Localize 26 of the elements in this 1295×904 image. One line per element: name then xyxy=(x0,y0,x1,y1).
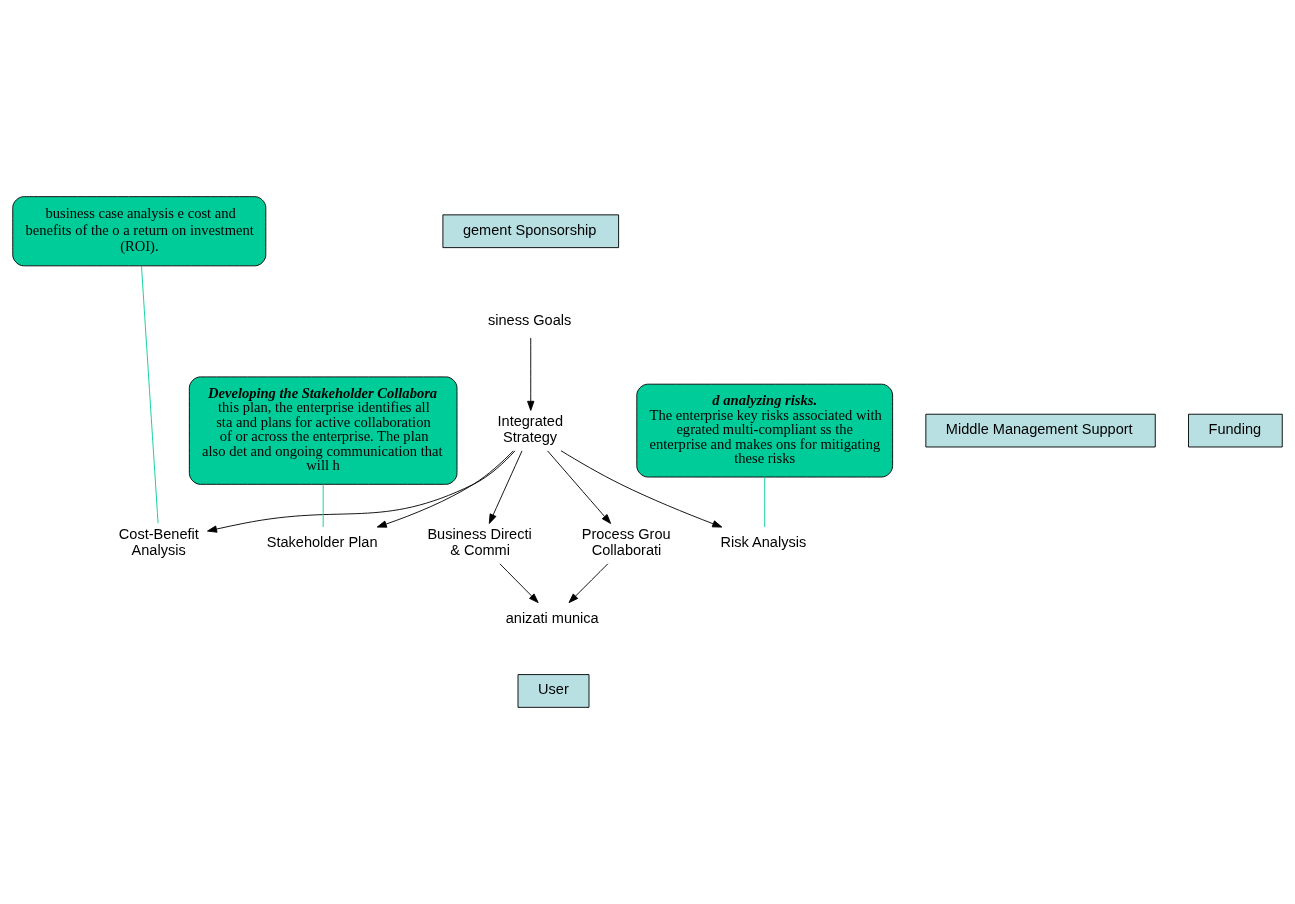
arrow xyxy=(527,337,535,411)
arrow xyxy=(547,450,612,524)
arrow xyxy=(568,563,609,604)
arrow xyxy=(488,450,523,524)
node-text: anizati munica xyxy=(505,609,599,626)
connector xyxy=(141,265,159,524)
connector xyxy=(764,476,766,528)
arrow xyxy=(376,450,514,528)
node-box: business case analysis e cost and benefits of the o a return on investment (ROI). xyxy=(12,196,267,267)
arrow xyxy=(560,450,723,528)
connector xyxy=(322,484,324,528)
node-box: Developing the Stakeholder Collabora this plan, the enterprise identifies all sta and plans for active collaboration of or across the enterprise. The plan also det and ongoing communication that will h xyxy=(188,376,458,485)
node-text: Cost-Benefit Analysis xyxy=(118,525,199,559)
node-box: Middle Management Support xyxy=(925,413,1156,448)
node-text: Stakeholder Plan xyxy=(266,533,378,550)
node-box: User xyxy=(517,674,590,708)
node-text: Integrated Strategy xyxy=(497,412,564,446)
node-box: d analyzing risks. The enterprise key risks associated with egrated multi-compliant ss the enterprise and makes ons for mitigating these risks xyxy=(636,383,894,478)
node-box: gement Sponsorship xyxy=(442,214,620,249)
node-text: Business Directi & Commi xyxy=(427,525,532,559)
arrow xyxy=(499,563,539,604)
node-box: Funding xyxy=(1188,413,1283,448)
node-text: Risk Analysis xyxy=(720,533,807,550)
node-text: siness Goals xyxy=(487,311,572,328)
node-text: Process Grou Collaborati xyxy=(581,525,671,559)
arrow xyxy=(207,450,516,533)
